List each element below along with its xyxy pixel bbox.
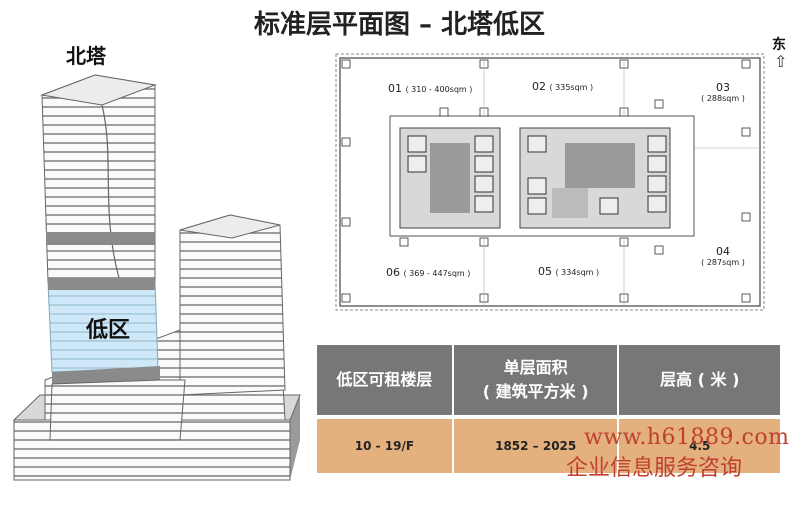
unit-03-label: 03( 288sqm ) xyxy=(701,81,745,103)
floor-plan xyxy=(335,53,765,311)
spec-header-height: 层高 ( 米 ) xyxy=(618,345,780,417)
spec-table: 低区可租楼层 单层面积 ( 建筑平方米 ) 层高 ( 米 ) 10 - 19/F… xyxy=(317,345,780,473)
low-zone-label: 低区 xyxy=(86,318,131,343)
north-arrow-icon: ⇧ xyxy=(774,52,788,71)
spec-cell-area: 1852 – 2025 xyxy=(452,415,620,473)
watermark-text: 企业信息服务咨询 xyxy=(566,456,743,481)
compass-east-label: 东 xyxy=(772,37,786,53)
spec-cell-height: 4.5 xyxy=(618,415,780,473)
unit-06-label: 06 ( 369 - 447sqm ) xyxy=(386,266,471,279)
spec-table-header-row: 低区可租楼层 单层面积 ( 建筑平方米 ) 层高 ( 米 ) xyxy=(317,345,780,417)
unit-05-label: 05 ( 334sqm ) xyxy=(538,265,600,278)
watermark-url: www.h61889.com xyxy=(584,425,790,450)
spec-table-row: 10 - 19/F 1852 – 2025 4.5 xyxy=(317,415,780,473)
unit-04-label: 04( 287sqm ) xyxy=(701,245,745,267)
spec-header-floors: 低区可租楼层 xyxy=(317,345,454,417)
spec-header-area: 单层面积 ( 建筑平方米 ) xyxy=(452,345,620,417)
tower-label: 北塔 xyxy=(66,44,106,68)
north-tower-illustration xyxy=(12,74,301,481)
spec-cell-floors: 10 - 19/F xyxy=(317,415,454,473)
unit-02-label: 02 ( 335sqm ) xyxy=(532,80,594,93)
unit-01-label: 01 ( 310 - 400sqm ) xyxy=(388,82,473,95)
page-title: 标准层平面图 – 北塔低区 xyxy=(253,10,546,40)
